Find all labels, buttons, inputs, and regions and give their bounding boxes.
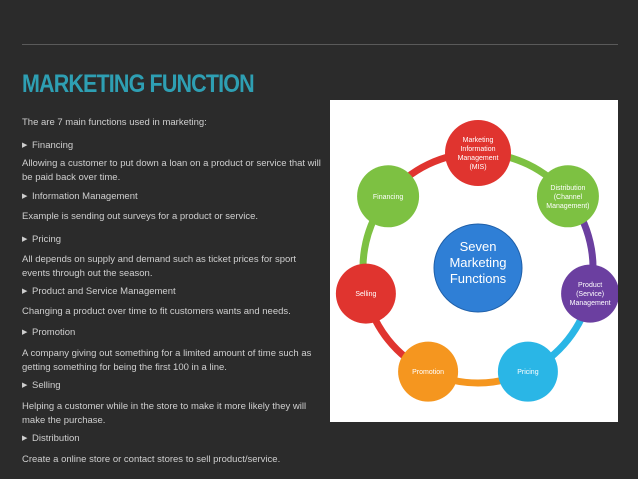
bullet-distribution: ▶ Distribution (22, 432, 322, 446)
distribution-description: Create a online store or contact stores … (22, 454, 281, 465)
bullet-label: Information Management (32, 191, 138, 202)
function-node-label: Pricing (517, 369, 539, 376)
function-node-circle (536, 165, 599, 228)
function-node-label: Distribution (550, 185, 585, 192)
bullet-information-management: ▶ Information Management (22, 190, 322, 204)
function-node-circle (497, 341, 558, 402)
bullet-arrow-icon: ▶ (22, 435, 28, 442)
function-node-circle (561, 264, 618, 323)
financing-description: Allowing a customer to put down a loan o… (22, 158, 321, 183)
bullet-label: Promotion (32, 327, 76, 338)
function-node-label: Product (578, 282, 602, 289)
selling-description: Helping a customer while in the store to… (22, 401, 307, 426)
bullet-arrow-icon: ▶ (22, 193, 28, 200)
bullet-label: Financing (32, 140, 74, 151)
bullet-arrow-icon: ▶ (22, 329, 28, 336)
slide-title: MARKETING FUNCTION (22, 70, 255, 98)
bullet-pricing: ▶ Pricing (22, 233, 322, 247)
promotion-description: A company giving out something for a lim… (22, 348, 312, 373)
bullet-arrow-icon: ▶ (22, 236, 28, 243)
function-node-label: Management (458, 155, 499, 162)
function-node-label: Management (570, 300, 611, 307)
bullet-label: Selling (32, 380, 61, 391)
center-label-line: Functions (450, 271, 507, 286)
center-label-line: Marketing (449, 255, 506, 270)
function-node-label: Promotion (412, 369, 444, 376)
function-node-label: Selling (355, 291, 376, 298)
function-node-circle (445, 120, 511, 186)
function-node-circle (398, 341, 459, 402)
information-management-description: Example is sending out surveys for a pro… (22, 211, 259, 222)
pricing-description: All depends on supply and demand such as… (22, 254, 297, 279)
function-node-label: Information (460, 146, 495, 153)
bullet-product-service-management: ▶ Product and Service Management (22, 285, 322, 299)
function-node-label: Management) (546, 203, 589, 210)
function-node-label: (MIS) (469, 164, 486, 171)
function-node-label: (Channel (554, 194, 583, 201)
function-node-circle (357, 165, 420, 228)
bullet-financing: ▶ Financing (22, 139, 322, 153)
bullet-label: Product and Service Management (32, 286, 176, 297)
bullet-promotion: ▶ Promotion (22, 326, 322, 340)
center-circle (433, 223, 523, 313)
bullet-selling: ▶ Selling (22, 379, 322, 393)
bullet-arrow-icon: ▶ (22, 142, 28, 149)
top-divider (22, 44, 618, 45)
intro-text: The are 7 main functions used in marketi… (22, 117, 207, 128)
center-label-line: Seven (460, 239, 497, 254)
bullet-arrow-icon: ▶ (22, 382, 28, 389)
bullet-arrow-icon: ▶ (22, 288, 28, 295)
function-node-label: Marketing (463, 137, 494, 144)
function-node-label: (Service) (576, 291, 604, 298)
bullet-label: Pricing (32, 234, 62, 245)
function-node-circle (335, 263, 396, 324)
function-node-label: Financing (373, 194, 403, 201)
product-service-management-description: Changing a product over time to fit cust… (22, 306, 291, 317)
bullet-label: Distribution (32, 433, 80, 444)
cycle-diagram-svg: SevenMarketingFunctionsMarketingInformat… (335, 120, 618, 402)
